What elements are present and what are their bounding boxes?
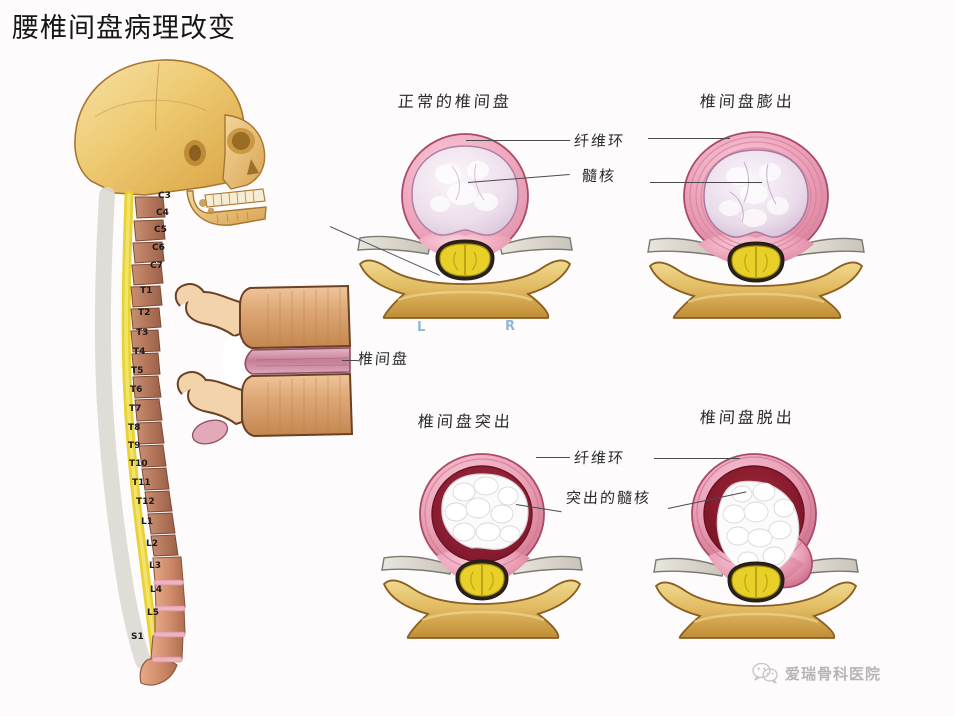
herniated-nucleus-fragments [716,480,800,575]
two-vertebrae-disc-detail [172,280,357,450]
vertebra-label: T6 [130,385,143,395]
normal-disc-illustration [352,118,577,319]
vertebra-label: T3 [136,328,149,338]
vertebra-label: T10 [129,459,148,469]
disc-label: 椎间盘 [357,350,410,368]
herniated-nucleus-label: 突出的髓核 [565,489,652,507]
annulus-leader-line-bulging [648,138,730,139]
annulus-label-bottom: 纤维环 [573,449,626,467]
bulging-disc-illustration [638,118,873,319]
annulus-leader-line-protrusion [536,457,570,458]
nucleus-fragments [441,473,529,551]
vertebra-label: S1 [131,632,144,642]
panel-caption-normal: 正常的椎间盘 [397,92,513,111]
vertebra-label: C6 [152,243,165,253]
vertebra-label: T5 [131,366,144,376]
disc-leader-line [342,360,358,361]
vertebra-label: C4 [156,208,169,218]
skull-graphic [74,59,267,226]
intervertebral-disc-shape [244,347,351,375]
cervical-vertebrae [130,196,166,330]
annulus-leader-line-extrusion [654,458,740,459]
vertebra-label: L5 [147,608,159,618]
vertebra-label: T4 [133,347,146,357]
page-title: 腰椎间盘病理改变 [12,13,236,44]
hospital-watermark: 爱瑞骨科医院 [752,662,881,684]
vertebra-label: T8 [128,423,141,433]
panel-caption-protrusion: 椎间盘突出 [417,412,514,431]
annulus-label: 纤维环 [573,132,626,150]
vertebra-label: T9 [128,441,141,451]
vertebra-label: L1 [141,517,153,527]
vertebra-label: T11 [132,478,151,488]
extruded-disc-illustration [648,438,863,639]
thoracic-vertebrae [130,329,179,557]
vertebra-label: L4 [150,585,162,595]
vertebra-label: C5 [154,225,167,235]
vertebra-label: L2 [146,539,158,549]
vertebra-label: C3 [158,191,171,201]
vertebra-label: C7 [150,261,163,271]
vertebra-label: T12 [136,497,155,507]
panel-caption-extrusion: 椎间盘脱出 [699,408,796,427]
panel-caption-bulging: 椎间盘膨出 [699,92,796,111]
annulus-leader-line [466,140,570,141]
watermark-text: 爱瑞骨科医院 [785,664,882,683]
marker-left: L [417,320,426,335]
vertebra-label: T7 [129,404,142,414]
nucleus-label: 髓核 [581,167,617,185]
vertebra-label: T1 [140,286,153,296]
marker-right: R [505,319,516,334]
lateral-spine-illustration [55,55,285,686]
vertebra-label: T2 [138,308,151,318]
protruded-disc-illustration [378,438,588,639]
nucleus-leader-line-bulging [650,182,762,183]
wechat-icon [752,662,778,684]
vertebra-label: L3 [149,561,161,571]
